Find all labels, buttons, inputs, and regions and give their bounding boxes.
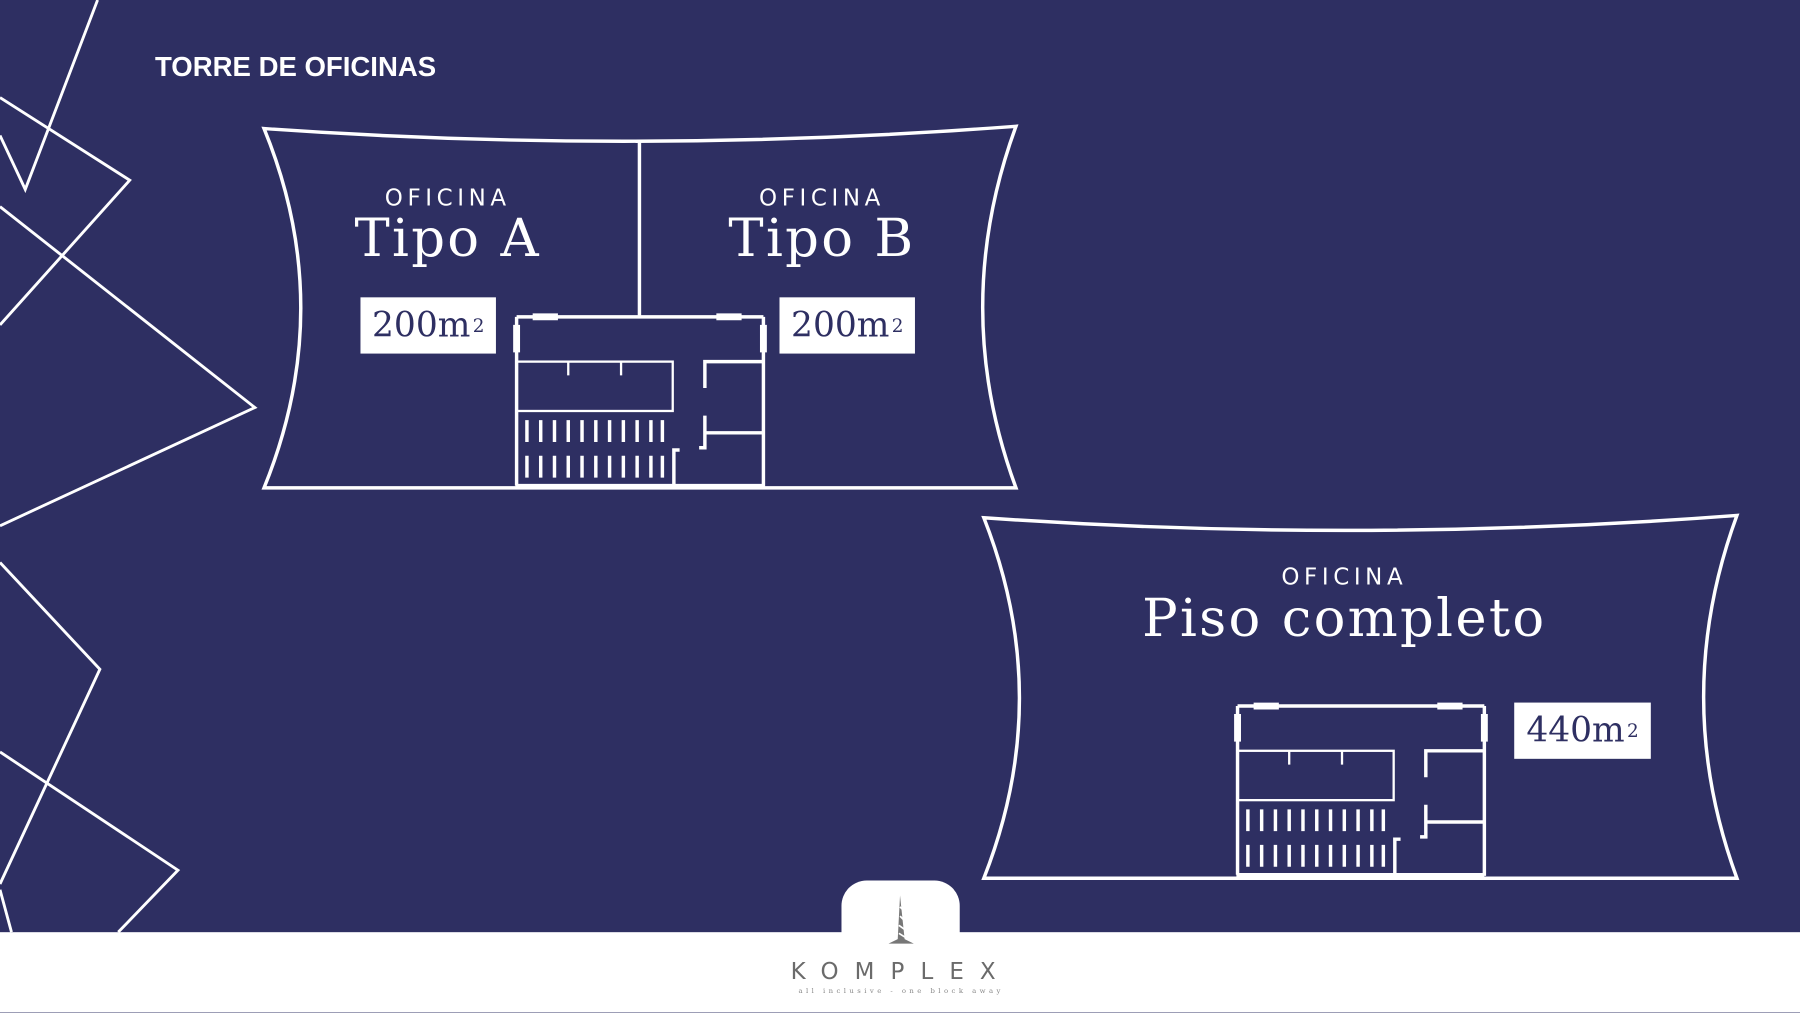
office-outline-full <box>981 513 1740 880</box>
decorative-lines <box>0 0 258 934</box>
tower-logo-icon <box>888 895 914 944</box>
area-unit-sup: 2 <box>472 314 485 337</box>
office-full-name: Piso completo <box>1142 586 1547 649</box>
office-a-name: Tipo A <box>354 206 541 269</box>
office-outline-a-b <box>261 124 1019 490</box>
brand-tagline: all inclusive - one block away <box>798 987 1004 996</box>
area-unit-sup: 2 <box>891 314 904 337</box>
office-a-kicker: OFICINA <box>384 183 511 212</box>
area-value: 200m <box>791 305 890 346</box>
area-value: 200m <box>372 305 471 346</box>
office-full-kicker: OFICINA <box>1281 562 1408 591</box>
office-b-name: Tipo B <box>728 206 916 269</box>
area-unit-sup: 2 <box>1627 719 1639 742</box>
area-value: 440m <box>1526 710 1625 751</box>
office-b-kicker: OFICINA <box>759 183 885 212</box>
brand-name: KOMPLEX <box>790 957 1012 985</box>
page-title: TORRE DE OFICINAS <box>154 51 437 83</box>
